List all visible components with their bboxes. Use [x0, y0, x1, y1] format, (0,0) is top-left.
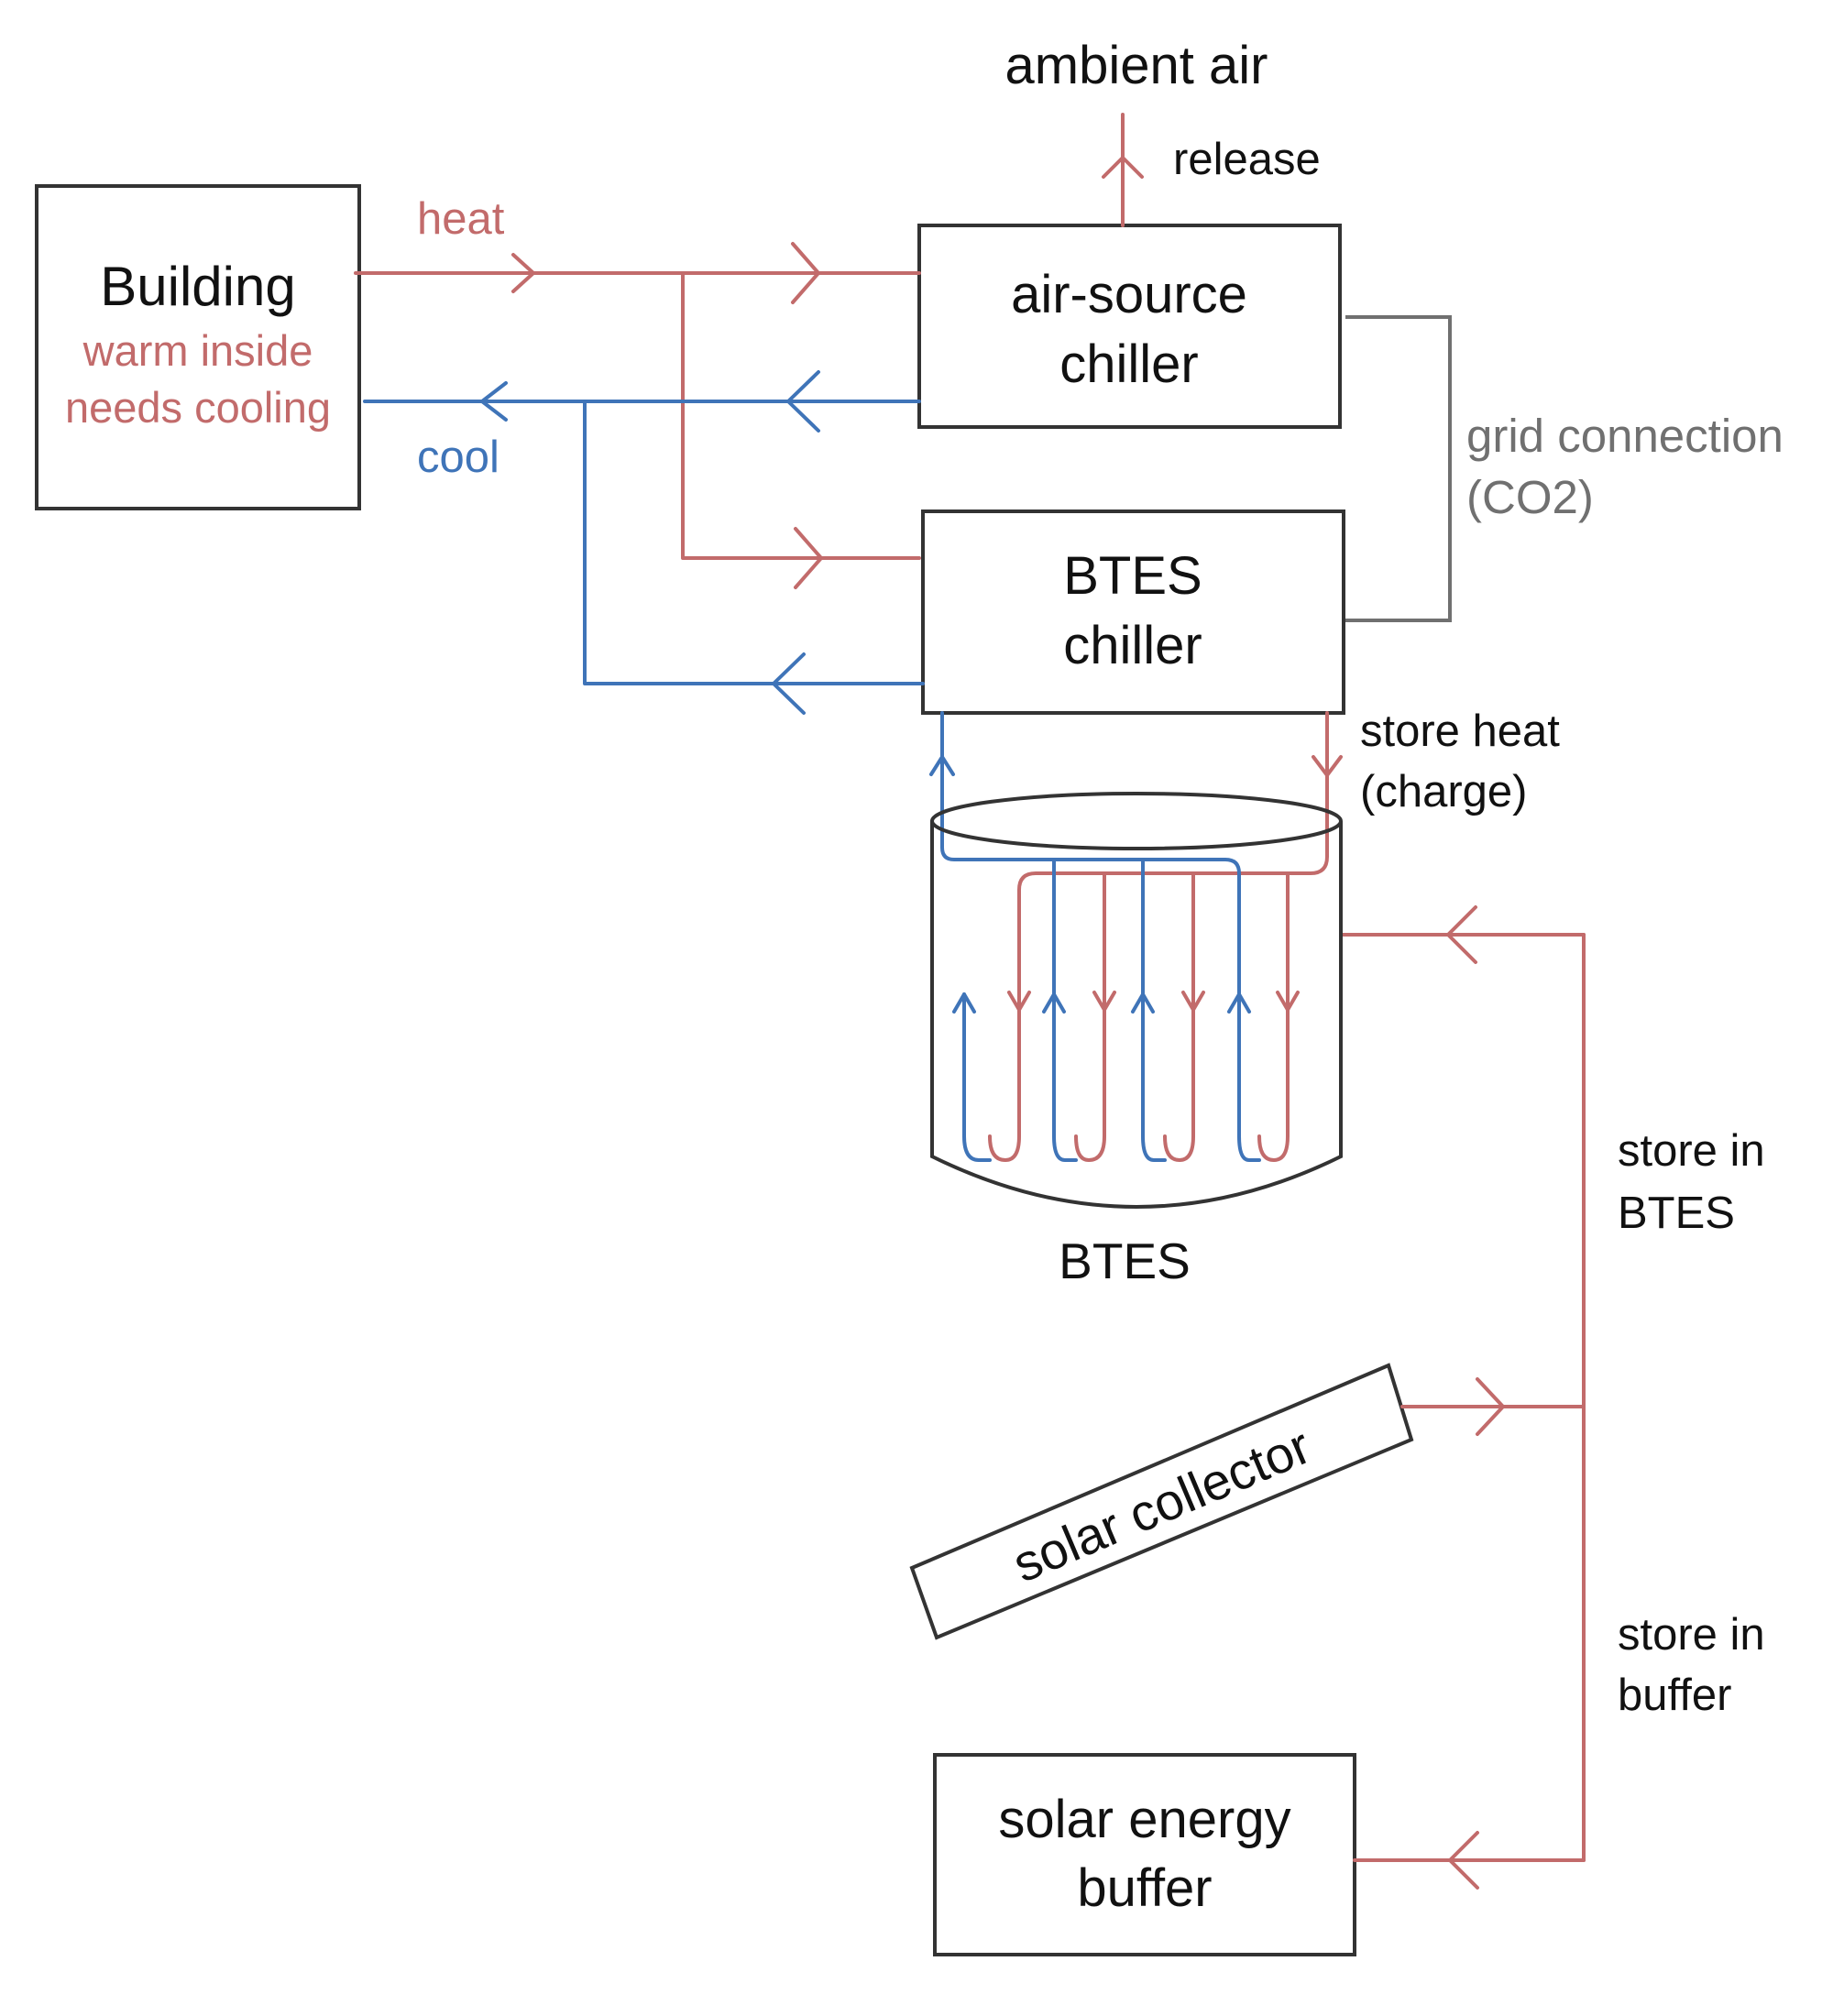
- btes-chiller-line1: BTES: [1063, 546, 1202, 606]
- building-title: Building: [100, 256, 296, 317]
- store-in-buffer-line2: buffer: [1618, 1671, 1731, 1720]
- arrow-down-icon: [1092, 991, 1116, 1012]
- btes-chiller-line2: chiller: [1063, 616, 1202, 675]
- store-heat-label-line1: store heat: [1360, 707, 1560, 756]
- building-subtitle-line1: warm inside: [82, 326, 313, 375]
- heat-arrows: [511, 156, 1505, 1890]
- solar-buffer-line2: buffer: [1077, 1858, 1212, 1918]
- btes-tank: [930, 792, 1343, 1209]
- arrow-left-icon: [1446, 905, 1477, 964]
- cool-flow-label: cool: [417, 433, 499, 482]
- building-subtitle-line2: needs cooling: [65, 383, 331, 432]
- arrow-up-icon: [1131, 992, 1155, 1013]
- arrow-up-icon: [929, 755, 955, 776]
- arrow-up-icon: [1042, 992, 1066, 1013]
- arrow-down-icon: [1007, 991, 1031, 1012]
- arrow-down-icon: [1276, 991, 1300, 1012]
- arrow-right-icon: [511, 253, 535, 293]
- store-in-btes-line2: BTES: [1618, 1189, 1735, 1238]
- cool-arrows: [480, 370, 1251, 1013]
- grid-connection-line2: (CO2): [1466, 471, 1594, 523]
- ambient-air-label: ambient air: [1005, 36, 1268, 95]
- arrow-left-icon: [480, 381, 508, 422]
- building-box: [35, 184, 361, 510]
- grid-connection-line: [1345, 315, 1452, 622]
- arrow-up-icon: [1227, 992, 1251, 1013]
- arrow-up-icon: [952, 992, 976, 1013]
- air-source-chiller-line2: chiller: [1059, 334, 1199, 394]
- arrow-up-icon: [1102, 156, 1144, 179]
- arrow-down-icon: [1312, 755, 1343, 777]
- arrow-right-icon: [791, 242, 820, 304]
- store-heat-label-line2: (charge): [1360, 767, 1527, 816]
- air-source-chiller-box: [917, 224, 1342, 429]
- solar-collector-label: solar collector: [1004, 1417, 1319, 1594]
- store-in-btes-line1: store in: [1618, 1126, 1765, 1176]
- solar-collector-panel: [909, 1363, 1414, 1640]
- release-label: release: [1173, 135, 1321, 184]
- arrow-left-icon: [772, 652, 806, 715]
- arrow-down-icon: [1181, 991, 1205, 1012]
- arrow-right-icon: [1476, 1377, 1505, 1436]
- arrow-left-icon: [786, 370, 820, 433]
- btes-label: BTES: [1059, 1233, 1191, 1289]
- btes-chiller-box: [921, 509, 1345, 715]
- solar-energy-buffer-box: [933, 1753, 1356, 1956]
- store-in-buffer-line1: store in: [1618, 1610, 1765, 1660]
- arrow-left-icon: [1448, 1831, 1479, 1890]
- arrow-right-icon: [794, 527, 823, 589]
- cool-pipes: [363, 400, 1261, 1162]
- heat-flow-label: heat: [417, 194, 505, 244]
- grid-connection-line1: grid connection: [1466, 410, 1784, 462]
- heat-pipes: [354, 113, 1586, 1862]
- air-source-chiller-line1: air-source: [1011, 265, 1247, 324]
- solar-buffer-line1: solar energy: [998, 1790, 1290, 1849]
